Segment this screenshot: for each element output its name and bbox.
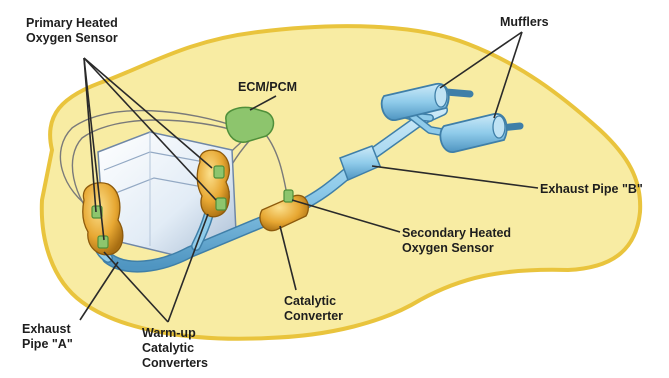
label-exhaust-pipe-a: Exhaust Pipe "A" [22,322,73,352]
secondary-oxygen-sensor [284,190,293,202]
label-mufflers: Mufflers [500,15,549,30]
label-primary-heated-oxygen-sensor: Primary Heated Oxygen Sensor [26,16,118,46]
label-warm-up-catalytic-converters: Warm-up Catalytic Converters [142,326,208,371]
label-catalytic-converter: Catalytic Converter [284,294,343,324]
label-ecm-pcm: ECM/PCM [238,80,297,95]
label-secondary-heated-oxygen-sensor: Secondary Heated Oxygen Sensor [402,226,511,256]
label-exhaust-pipe-b: Exhaust Pipe "B" [540,182,643,197]
